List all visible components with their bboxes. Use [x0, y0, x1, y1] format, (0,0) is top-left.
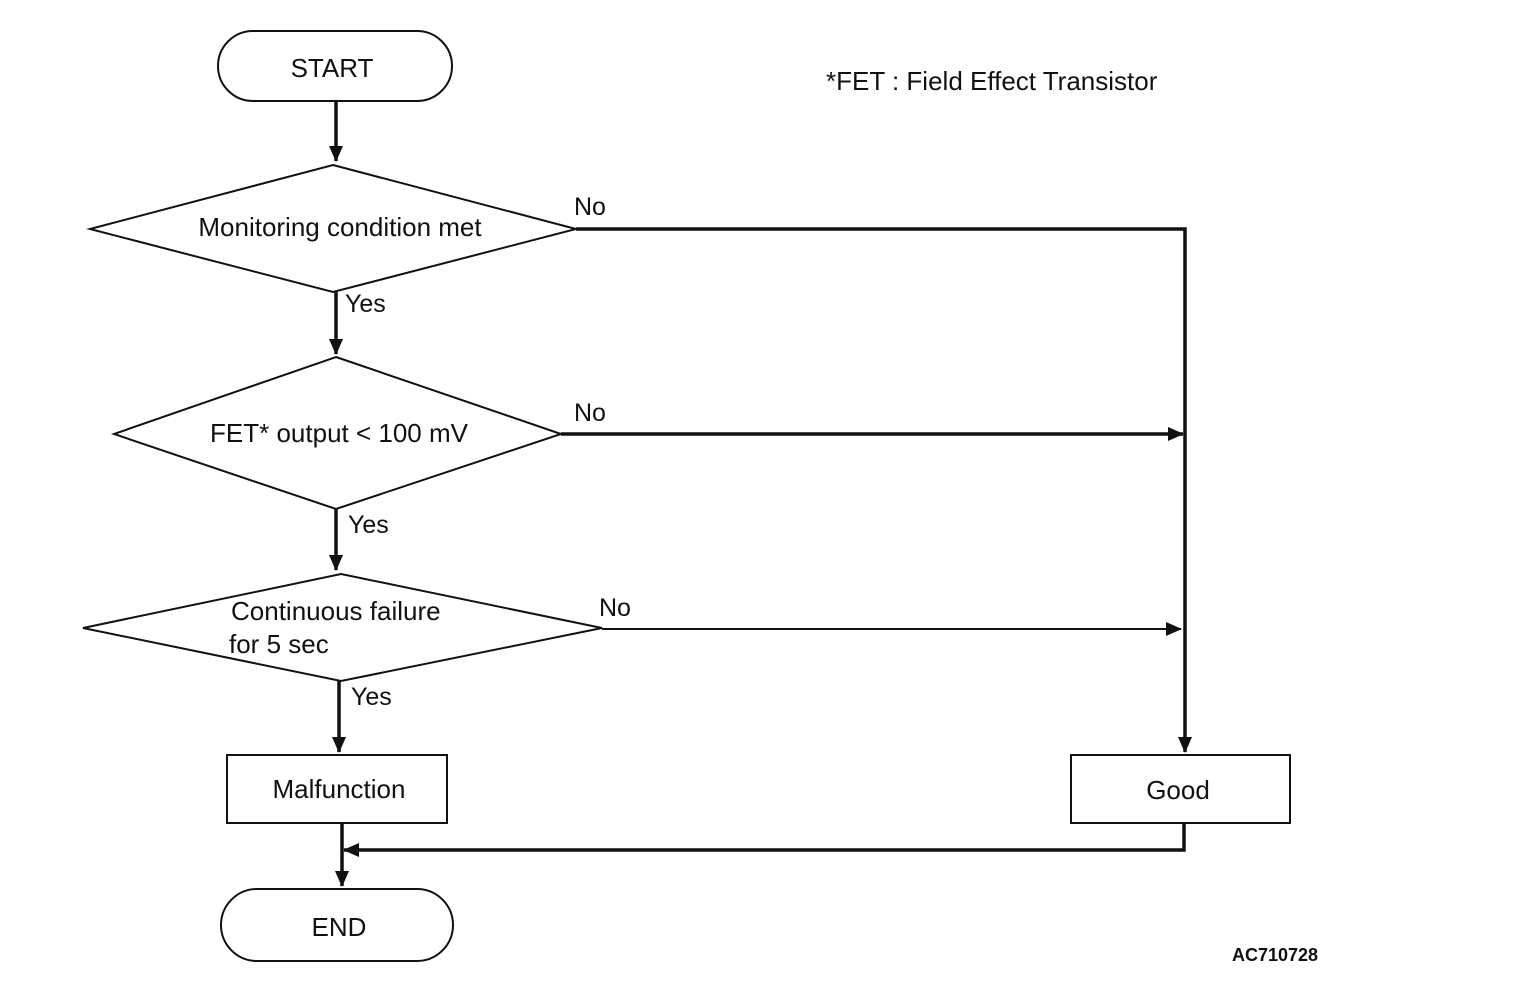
- decision-continuous-failure: [82, 572, 603, 683]
- fet-footnote: *FET : Field Effect Transistor: [826, 66, 1158, 96]
- decision-2-yes-label: Yes: [348, 511, 389, 539]
- decision-3-yes-label: Yes: [351, 683, 392, 711]
- good-box: [1070, 754, 1291, 824]
- decision-continuous-failure-label-line-1: Continuous failure: [231, 596, 441, 626]
- decision-continuous-failure-label-line-2: for 5 sec: [229, 629, 329, 659]
- end-terminal: [220, 888, 454, 962]
- start-label: START: [291, 53, 374, 83]
- good-label: Good: [1146, 775, 1210, 805]
- end-label: END: [312, 912, 367, 942]
- decision-2-no-label: No: [574, 399, 606, 427]
- figure-code: AC710728: [1232, 945, 1318, 965]
- decision-fet-output-label: FET* output < 100 mV: [210, 418, 469, 448]
- decision-monitoring-condition: [86, 163, 580, 294]
- malfunction-box: [226, 754, 448, 824]
- decision-monitoring-condition-label: Monitoring condition met: [198, 212, 482, 242]
- connector-decision-1-no: [576, 227, 1192, 753]
- decision-1-yes-label: Yes: [345, 290, 386, 318]
- malfunction-label: Malfunction: [273, 774, 406, 804]
- decision-3-no-label: No: [599, 594, 631, 622]
- decision-1-no-label: No: [574, 193, 606, 221]
- connector-good-to-merge: [343, 823, 1186, 857]
